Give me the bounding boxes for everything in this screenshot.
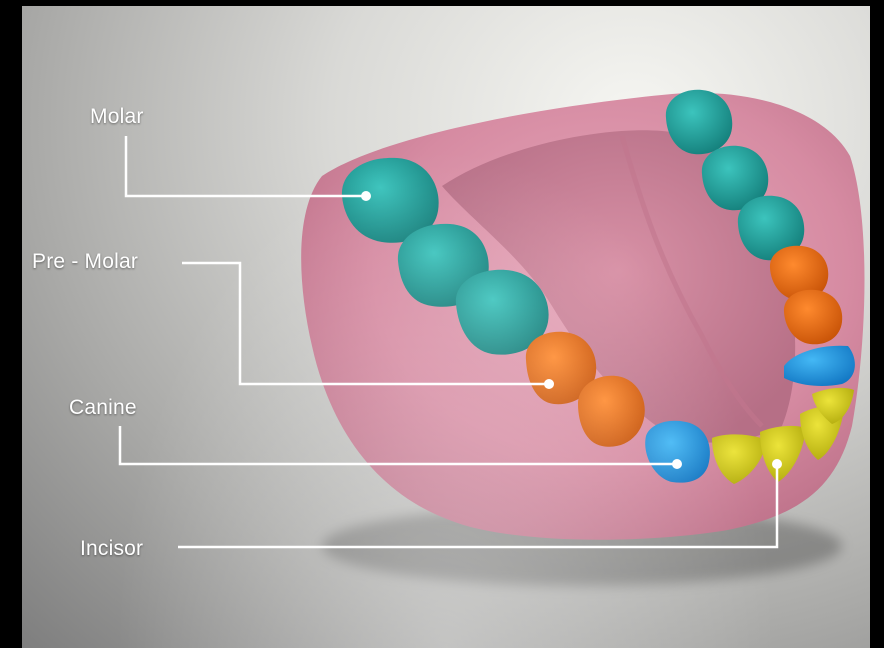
label-canine: Canine xyxy=(69,396,137,420)
label-molar: Molar xyxy=(90,105,144,129)
molar-pointer-dot xyxy=(361,191,371,201)
diagram-background: Molar Pre - Molar Canine Incisor xyxy=(22,6,870,648)
incisor-pointer-dot xyxy=(772,459,782,469)
label-incisor: Incisor xyxy=(80,537,143,561)
canine-pointer-dot xyxy=(672,459,682,469)
premolar-pointer-dot xyxy=(544,379,554,389)
label-premolar: Pre - Molar xyxy=(32,250,138,274)
upper-jaw-illustration xyxy=(22,6,870,648)
premolar-tooth xyxy=(578,376,645,447)
